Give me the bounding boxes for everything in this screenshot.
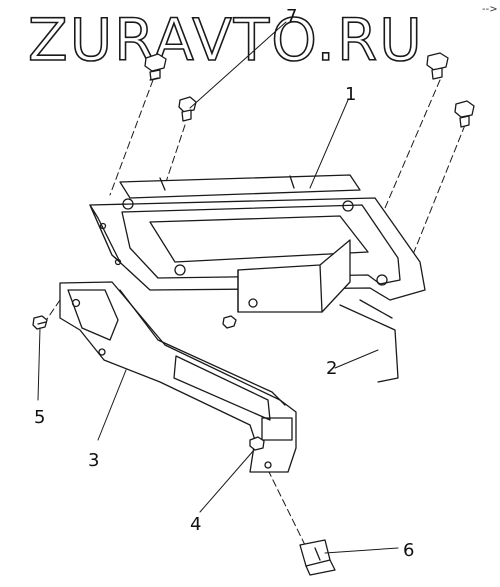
leader-lines bbox=[37, 21, 399, 554]
callout-1: 1 bbox=[345, 84, 356, 105]
callout-3: 3 bbox=[88, 450, 99, 471]
callout-2: 2 bbox=[326, 358, 337, 379]
corner-mark: --> bbox=[482, 4, 498, 15]
arm-bracket-part-3 bbox=[59, 281, 297, 473]
callout-7: 7 bbox=[286, 6, 297, 27]
callout-5: 5 bbox=[34, 407, 45, 428]
screw-center bbox=[222, 315, 237, 329]
bolt-top-right-1 bbox=[426, 52, 449, 80]
callout-4: 4 bbox=[190, 514, 201, 535]
nut-part-4 bbox=[249, 436, 265, 451]
assembly-lines bbox=[44, 79, 466, 546]
bolt-top-right-2 bbox=[454, 100, 475, 128]
fastener-7-right bbox=[178, 96, 197, 122]
clip-part-6 bbox=[299, 539, 336, 576]
bracket-part-2 bbox=[237, 239, 399, 383]
watermark-text: ZURAVTO.RU bbox=[28, 6, 424, 74]
fastener-7-left bbox=[144, 53, 167, 81]
callout-6: 6 bbox=[403, 540, 414, 561]
screw-part-5 bbox=[32, 315, 48, 330]
